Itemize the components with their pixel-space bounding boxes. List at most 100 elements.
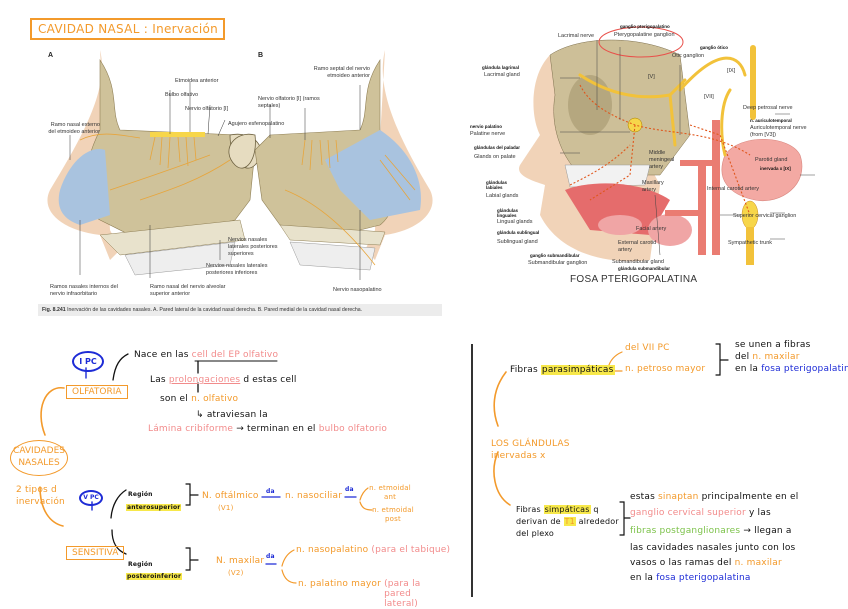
label-glands-palate: Glands on palate bbox=[474, 154, 516, 160]
parotid-gland bbox=[721, 138, 803, 202]
glandulas-text: LOS GLÁNDULAS inervadas x bbox=[491, 439, 570, 461]
postganglionares-text: fibras postganglionares bbox=[630, 526, 741, 536]
arrow-glandulas-para bbox=[493, 371, 507, 427]
label-lacrimal-nerve: Lacrimal nerve bbox=[558, 33, 595, 39]
label-parotid-gland: Parotid gland bbox=[755, 157, 788, 163]
circled-label-oval bbox=[598, 26, 684, 58]
annotation-nervio-palatino: nervio palatino bbox=[470, 124, 503, 129]
arrow-etmoidal-ant bbox=[359, 487, 369, 501]
cn-ix-nerve bbox=[750, 45, 756, 120]
arrow-olfatoria-nace bbox=[112, 353, 129, 381]
ganglio-line: ganglio cervical superior y las bbox=[630, 508, 771, 518]
cavidades-oval: CAVIDADES NASALES bbox=[10, 440, 68, 476]
nace-line: Nace en las cell del EP olfativo bbox=[134, 350, 278, 360]
bracket-region2 bbox=[185, 547, 199, 571]
panel-a-mucosa bbox=[58, 149, 110, 225]
region1-text: anterosuperior bbox=[126, 504, 182, 511]
nerves bbox=[578, 56, 747, 157]
label-sympathetic-trunk: Sympathetic trunk bbox=[728, 240, 773, 246]
panel-a-nerves bbox=[79, 133, 231, 201]
n-maxilar-text: n. maxilar bbox=[752, 352, 800, 362]
n-nasociliar: n. nasociliar bbox=[285, 491, 343, 501]
en-la-fosa2-line: en la fosa pterigopalatina bbox=[630, 573, 751, 583]
palatino-note: (para la pared lateral) bbox=[384, 579, 421, 609]
annotation-glandula-lagrimal: glándula lagrimal bbox=[482, 65, 520, 70]
olfactory-bulb bbox=[150, 132, 205, 137]
label-deep-petrosal: Deep petrosal nerve bbox=[743, 105, 793, 111]
arrow-etmoidal-post bbox=[359, 501, 373, 511]
arrow-tipos-sensitiva bbox=[39, 486, 64, 527]
nasopalatino-text: n. nasopalatino bbox=[296, 545, 369, 555]
arrow-glandulas-simp bbox=[493, 451, 511, 506]
label-agujero-esfenopalatino: Agujero esfenopalatino bbox=[228, 121, 285, 127]
da-label-1: da bbox=[266, 488, 275, 495]
panel-b-teeth bbox=[289, 241, 376, 271]
panel-b-sinus bbox=[228, 133, 256, 169]
bracket-region1 bbox=[185, 483, 199, 506]
nasopalatino-note: (para el tabique) bbox=[371, 545, 451, 555]
orbit bbox=[568, 75, 612, 135]
label-bulbo-olfativo: Bulbo olfativo bbox=[165, 92, 199, 98]
fosa-text: fosa pterigopalatina bbox=[761, 364, 848, 374]
label-sublingual-gland: Sublingual gland bbox=[497, 239, 538, 245]
sensitiva-box: SENSITIVA bbox=[66, 546, 125, 560]
vasos-text: vasos o las ramas del bbox=[630, 558, 732, 568]
del-text: del bbox=[735, 352, 750, 362]
petroso-text: n. petroso mayor bbox=[625, 364, 706, 374]
n-oftalmico: N. oftálmico bbox=[202, 491, 259, 501]
vpc-oval: V PC bbox=[79, 490, 103, 506]
label-labial-glands: Labial glands bbox=[486, 193, 519, 199]
principalmente-text: principalmente en el bbox=[701, 492, 799, 502]
annotation-glandula-sublingual: glándula sublingual bbox=[497, 230, 540, 235]
label-superior-cervical: Superior cervical ganglion bbox=[733, 213, 797, 219]
label-submandibular-ganglion: Submandibular ganglion bbox=[528, 260, 588, 266]
palatino-mayor-text: n. palatino mayor bbox=[298, 579, 381, 589]
prolongaciones-line: Las prolongaciones d estas cell bbox=[150, 375, 297, 385]
lamina-text: Lámina cribiforme bbox=[148, 424, 234, 434]
section-divider bbox=[471, 344, 473, 597]
arrow-cavidades-olfatoria bbox=[40, 387, 65, 436]
label-cn-vii: [VII] bbox=[704, 94, 714, 100]
panel-a-letter: A bbox=[48, 52, 54, 59]
estas-line: estas sinaptan principalmente en el bbox=[630, 492, 798, 502]
label-nervio-olfatorio: Nervio olfatorio [I] bbox=[185, 106, 229, 112]
cavidades-junto-text: las cavidades nasales junto con los bbox=[630, 543, 796, 553]
da-label-3: da bbox=[266, 553, 275, 560]
right-leader-lines bbox=[560, 40, 815, 256]
annotation-glandulas-paladar: glándulas del paladar bbox=[474, 145, 521, 150]
figure-caption: Fig. 8.241 Inervación de las cavidades n… bbox=[38, 304, 442, 316]
label-ramo-alveolar: Ramo nasal del nervio alveolar superior … bbox=[150, 284, 226, 297]
annotation-glandula-submandibular: glándula submandibular bbox=[618, 266, 671, 271]
las-text: Las bbox=[150, 375, 166, 385]
nace-highlight: cell del EP olfativo bbox=[191, 350, 279, 360]
label-lingual-glands: Lingual glands bbox=[497, 219, 533, 225]
label-etmoidal-anterior: Etmoidea anterior bbox=[175, 78, 219, 84]
sympathetic-trunk bbox=[746, 227, 754, 265]
annotation-auriculotemporal: n. auriculotemporal bbox=[750, 118, 792, 123]
panel-b-letter: B bbox=[258, 52, 264, 59]
label-otic-ganglion: Otic ganglion bbox=[672, 53, 705, 59]
en-la2-text: en la bbox=[630, 573, 654, 583]
annotation-ganglio-submandibular: ganglio submandibular bbox=[530, 253, 580, 258]
vasos-line: vasos o las ramas del n. maxilar bbox=[630, 558, 782, 568]
lamina-line: Lámina cribiforme → terminan en el bulbo… bbox=[148, 424, 387, 434]
label-palatine-nerve: Palatine nerve bbox=[470, 131, 506, 137]
label-auriculotemporal: Auriculotemporal nerve (from [V3]) bbox=[750, 125, 807, 138]
label-submandibular-gland: Submandibular gland bbox=[612, 259, 664, 265]
label-pterygopalatine-ganglion: Pterygopalatine ganglion bbox=[614, 32, 675, 38]
region1-label: Región bbox=[128, 491, 153, 498]
label-ramo-septal: Ramo septal del nervio etmoideo anterior bbox=[313, 66, 370, 79]
atraviesan-label: atraviesan la bbox=[206, 410, 268, 420]
arrow-nasopalatino bbox=[281, 549, 295, 567]
n-maxilar: N. maxilar bbox=[216, 556, 265, 566]
palatino-line: n. palatino mayor (para la pared lateral… bbox=[298, 579, 444, 609]
arrow-palatino-mayor bbox=[281, 569, 297, 584]
fibras-para-highlight: parasimpáticas bbox=[540, 365, 615, 375]
etmoidal-post: n. etmoidal post bbox=[372, 506, 414, 523]
llegan-text: → llegan a bbox=[743, 526, 792, 536]
sublingual-gland bbox=[598, 215, 642, 235]
del-vii-text: del VII PC bbox=[625, 343, 670, 353]
panel-b-palate bbox=[279, 224, 386, 246]
label-internal-carotid: Internal carotid artery bbox=[707, 186, 759, 192]
postganglionares-line: fibras postganglionares → llegan a bbox=[630, 526, 792, 536]
